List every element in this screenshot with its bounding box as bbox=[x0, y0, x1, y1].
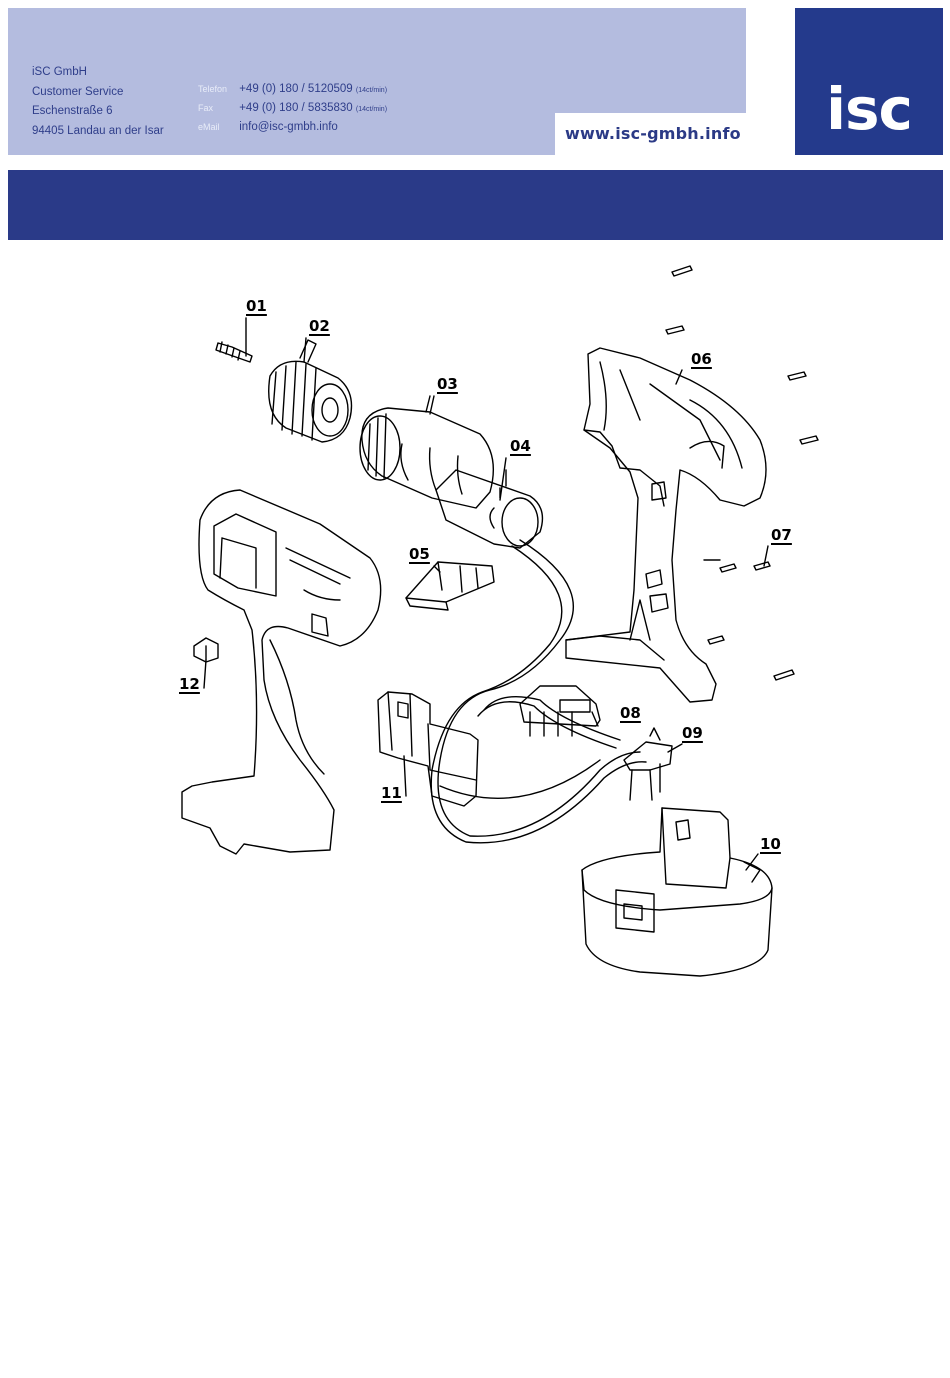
callout-01: 01 bbox=[246, 297, 267, 315]
part-12-clip bbox=[194, 638, 218, 662]
part-03-gearbox bbox=[360, 396, 493, 508]
part-04-motor bbox=[436, 470, 542, 548]
left-housing-half bbox=[182, 490, 381, 854]
callout-04: 04 bbox=[510, 437, 531, 455]
callout-12: 12 bbox=[179, 675, 200, 693]
callout-03: 03 bbox=[437, 375, 458, 393]
part-09-terminal bbox=[624, 728, 672, 800]
callout-08: 08 bbox=[620, 704, 641, 722]
callout-11: 11 bbox=[381, 784, 402, 802]
callout-10: 10 bbox=[760, 835, 781, 853]
callout-07: 07 bbox=[771, 526, 792, 544]
callout-02: 02 bbox=[309, 317, 330, 335]
wiring bbox=[431, 540, 646, 843]
callout-06: 06 bbox=[691, 350, 712, 368]
part-05-switch bbox=[406, 562, 494, 610]
callout-09: 09 bbox=[682, 724, 703, 742]
part-06-housing-half bbox=[566, 348, 766, 702]
callout-05: 05 bbox=[409, 545, 430, 563]
part-10-battery bbox=[582, 808, 772, 976]
part-02-chuck bbox=[269, 340, 352, 442]
leader-lines bbox=[204, 318, 768, 870]
